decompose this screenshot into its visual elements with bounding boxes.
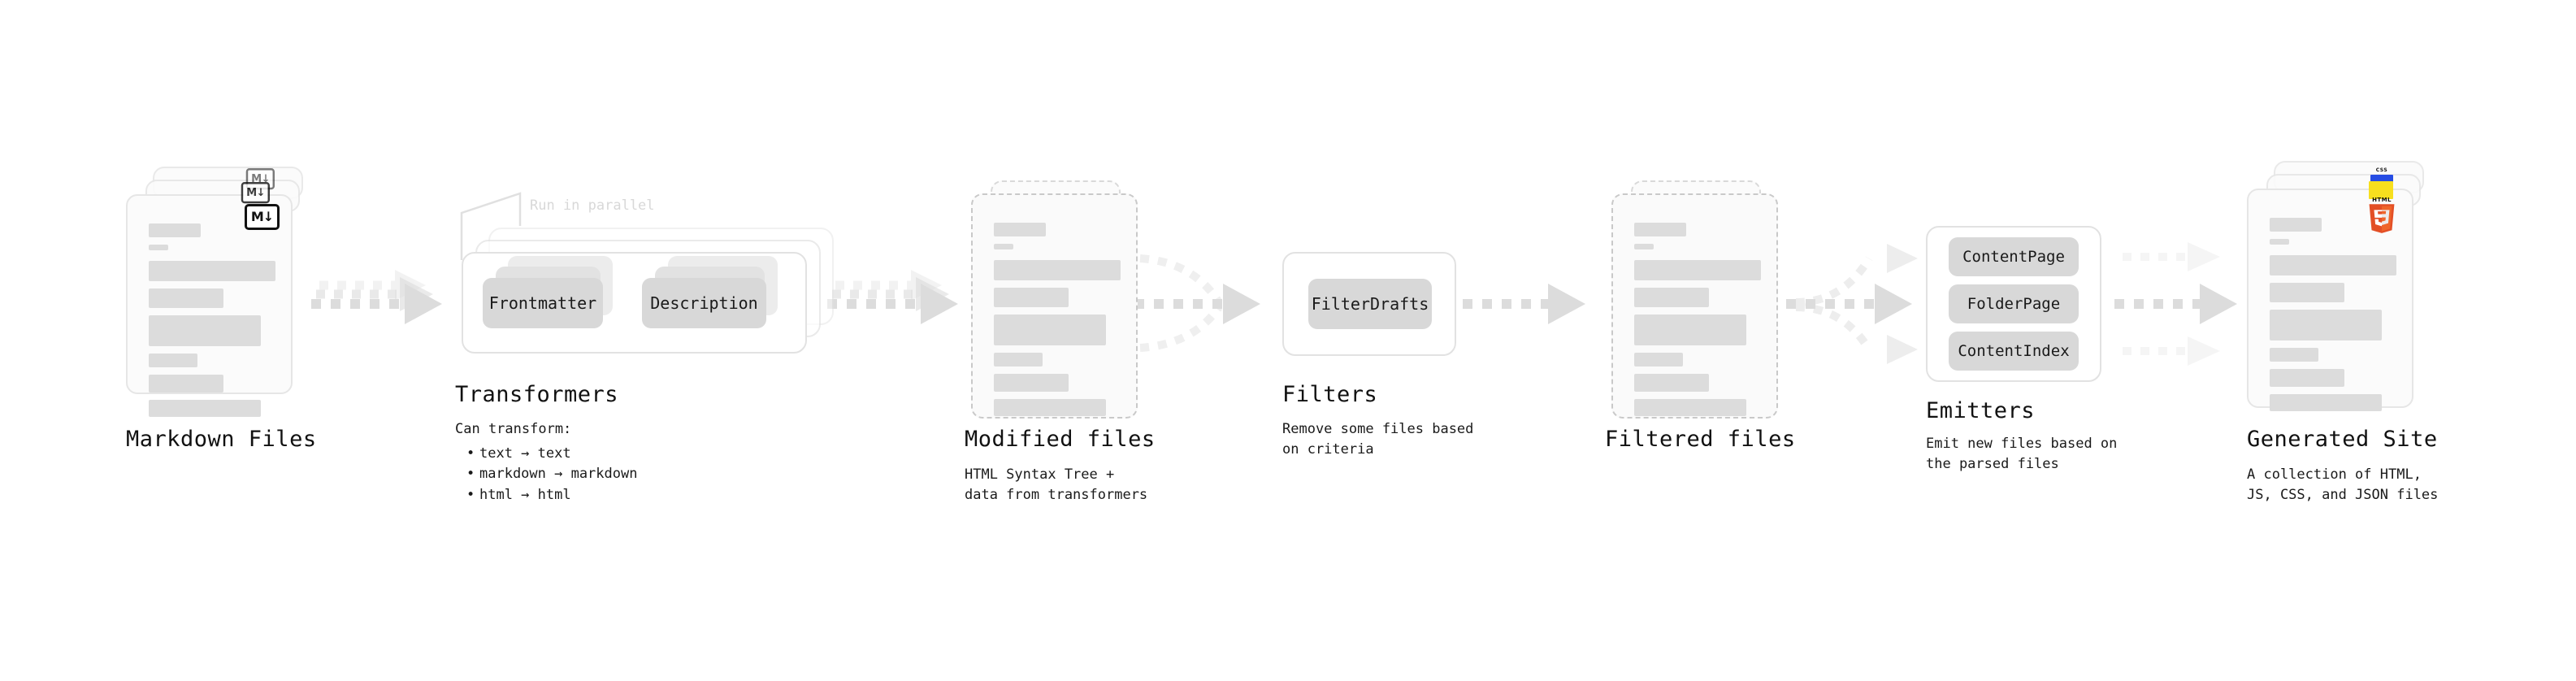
content-bar [994,244,1013,249]
modified-card-front [971,193,1138,419]
content-bar [994,353,1043,367]
content-bar [994,288,1069,307]
content-bar [994,223,1046,236]
content-bar [1634,244,1654,249]
javascript-icon [2369,181,2393,199]
css3-icon [2370,167,2393,182]
content-bar [994,399,1106,416]
content-bar [2270,239,2289,245]
arrow-emitters-to-site [2114,242,2237,366]
stage-title-generated-site: Generated Site [2247,427,2438,452]
modified-files-stack [971,180,1158,424]
html5-icon-wordmark: HTML [2372,197,2392,203]
arrow-transformers-to-modified [827,270,958,324]
transformers-bullets-lead: Can transform: [455,421,572,437]
content-bar [994,374,1069,392]
content-bar [1634,399,1746,416]
stage-subtitle-modified-files: HTML Syntax Tree + data from transformer… [965,466,1148,503]
modified-card-content [994,223,1121,416]
content-bar [994,260,1121,280]
filter-chip-filterdrafts[interactable]: FilterDrafts [1308,279,1432,329]
stage-title-filtered-files: Filtered files [1605,427,1796,452]
html5-icon: HTML [2366,197,2397,233]
markdown-files-stack: M↓ M↓ M↓ [126,167,313,417]
content-bar [1634,374,1709,392]
content-bar [2270,394,2382,411]
content-bar [149,375,223,393]
content-bar [1634,288,1709,307]
markdown-icon: M↓ [245,204,280,230]
arrow-markdown-to-transformers [311,270,442,324]
filtered-files-stack [1611,180,1798,424]
content-bar [149,261,275,281]
content-bar [2270,348,2318,362]
content-bar [149,288,223,308]
content-bar [2270,310,2382,340]
run-in-parallel-label: Run in parallel [530,197,655,214]
markdown-icon-mid: M↓ [241,182,270,204]
emitter-chip-contentpage[interactable]: ContentPage [1949,237,2079,276]
content-bar [994,314,1106,345]
stage-title-filters: Filters [1282,382,1378,407]
arrow-filtered-to-emitters [1786,244,1918,364]
stage-title-emitters: Emitters [1926,398,2036,423]
content-bar [2270,369,2344,387]
content-bar [149,245,168,250]
markdown-icon-glyph: M↓ [250,209,274,224]
transformer-chip-frontmatter[interactable]: Frontmatter [483,278,603,328]
content-bar [149,400,261,417]
content-bar [2270,255,2396,275]
stage-subtitle-emitters: Emit new files based on the parsed files [1926,436,2118,472]
stage-title-modified-files: Modified files [965,427,1156,452]
generated-site-stack: HTML [2247,161,2442,421]
transformers-bullet-item: html → html [466,485,637,506]
site-card-front [2247,189,2413,411]
content-bar [149,315,261,346]
emitter-chip-folderpage[interactable]: FolderPage [1949,284,2079,323]
transformers-bullet-item: text → text [466,444,637,465]
content-bar [149,354,197,367]
content-bar [1634,353,1683,367]
site-card-content [2270,218,2396,411]
stage-subtitle-generated-site: A collection of HTML, JS, CSS, and JSON … [2247,466,2439,503]
markdown-icon-glyph: M↓ [251,171,270,185]
markdown-icon-glyph: M↓ [246,185,265,199]
transformers-bullet-list: Can transform: text → text markdown → ma… [455,419,637,505]
transformer-chip-description[interactable]: Description [642,278,766,328]
content-bar [1634,314,1746,345]
markdown-card-content [149,223,275,417]
stage-title-transformers: Transformers [455,382,619,407]
filtered-card-front [1611,193,1778,419]
content-bar [2270,218,2322,232]
transformers-bullet-item: markdown → markdown [466,464,637,485]
content-bar [2270,283,2344,302]
emitter-chip-contentindex[interactable]: ContentIndex [1949,332,2079,371]
stage-subtitle-filters: Remove some files based on criteria [1282,421,1474,458]
stage-title-markdown-files: Markdown Files [126,427,317,452]
content-bar [1634,260,1761,280]
content-bar [149,223,201,237]
content-bar [1634,223,1686,236]
arrow-filters-to-filtered [1463,284,1585,324]
filtered-card-content [1634,223,1761,416]
